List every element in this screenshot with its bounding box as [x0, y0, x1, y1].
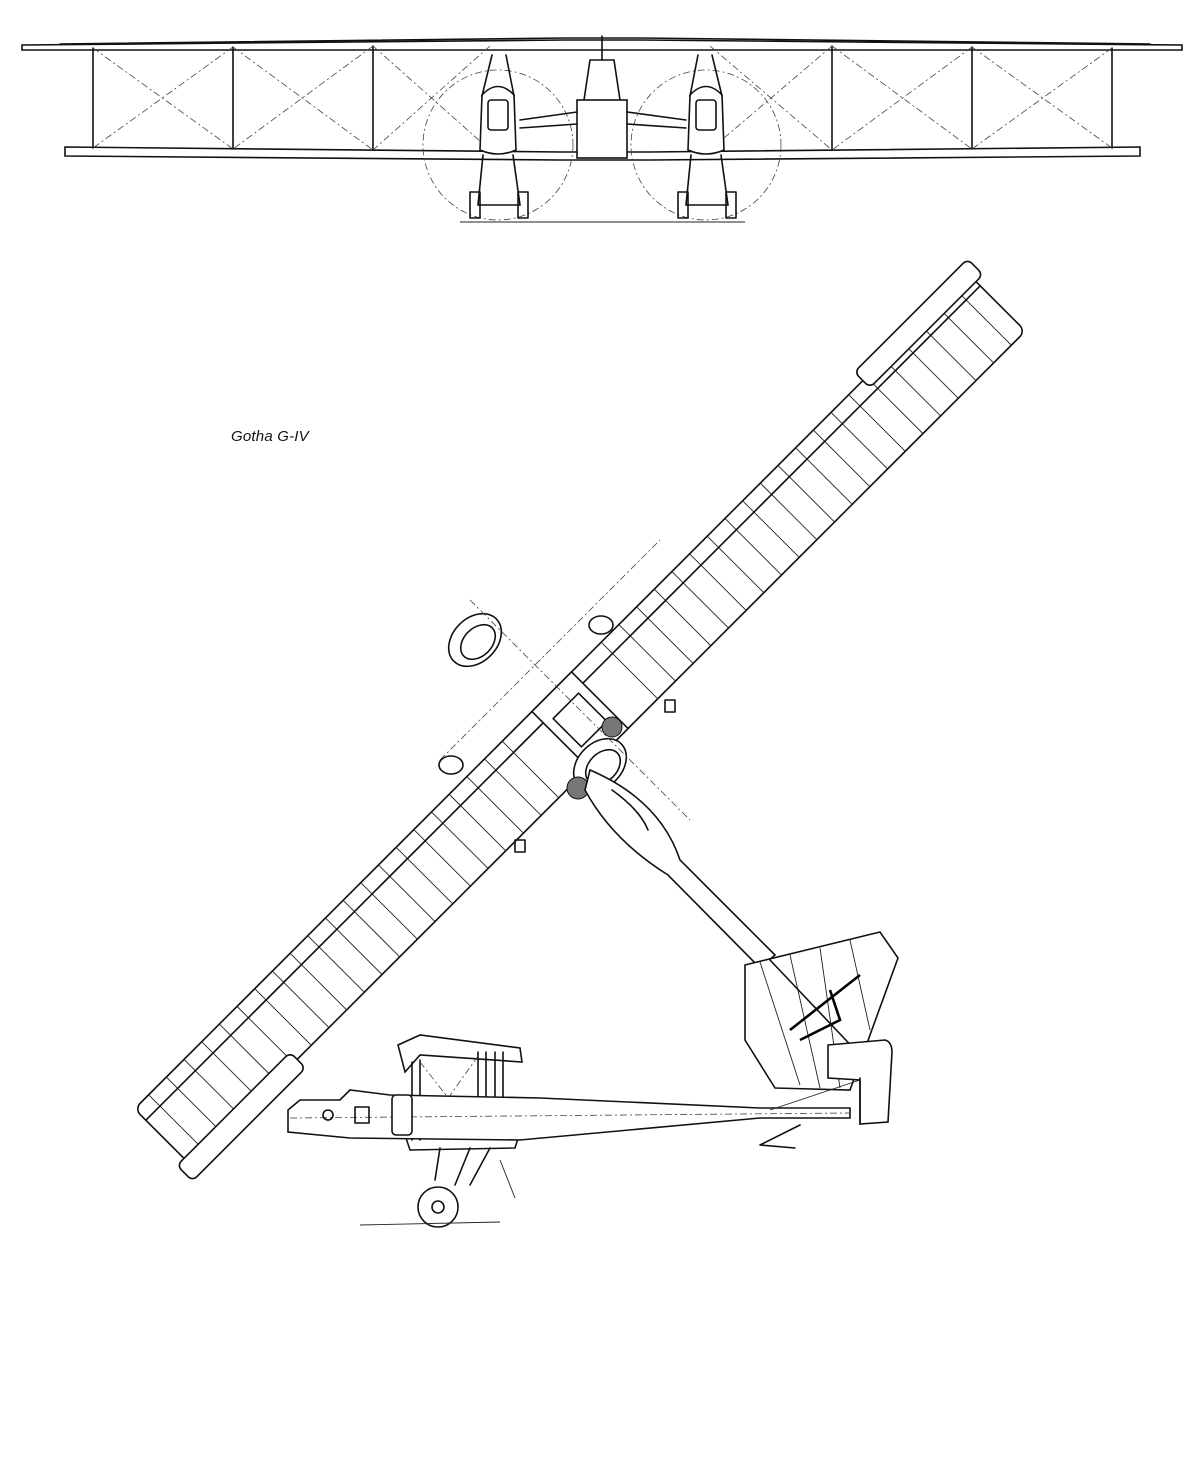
side-view [287, 1034, 893, 1228]
plan-view [137, 260, 1023, 1180]
front-view [21, 35, 1183, 223]
aircraft-caption: Gotha G-IV [231, 428, 309, 445]
